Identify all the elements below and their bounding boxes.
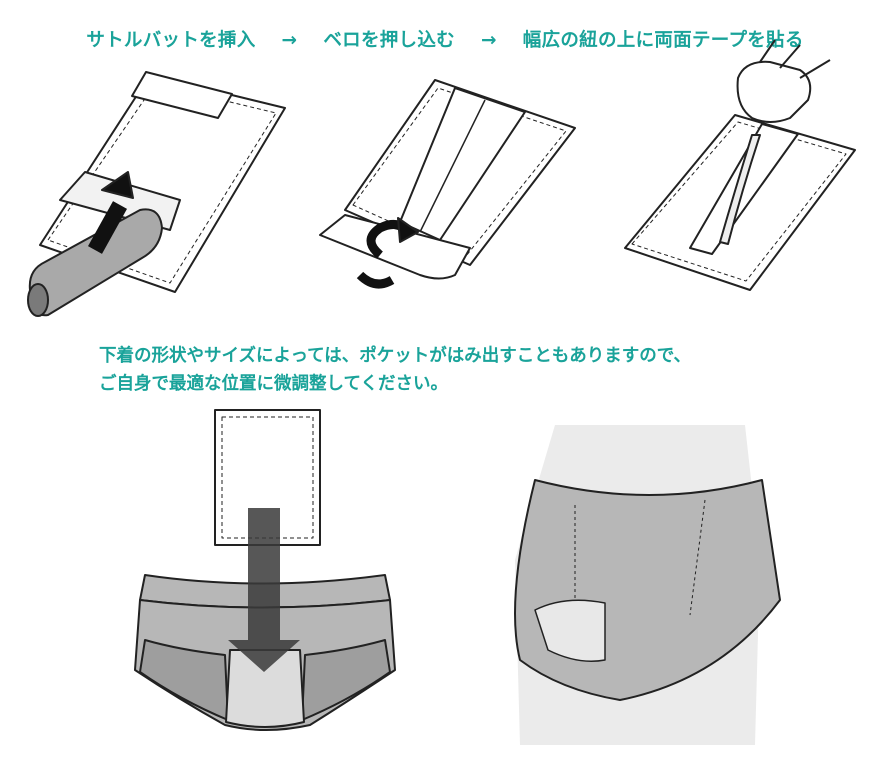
step-3-illustration: [624, 39, 856, 291]
step-1-label: サトルバットを挿入: [86, 30, 256, 51]
step-arrow-2: →: [480, 30, 497, 51]
note-line-2: ご自身で最適な位置に微調整してください。: [99, 374, 448, 394]
step-3-label: 幅広の紐の上に両面テープを貼る: [522, 30, 804, 51]
step-2-illustration: [319, 79, 576, 289]
note-line-1: 下着の形状やサイズによっては、ポケットがはみ出すこともありますので、: [99, 346, 692, 366]
step-1-illustration: [27, 71, 286, 317]
worn-view-illustration: [514, 425, 781, 745]
step-2-label: ベロを押し込む: [323, 30, 455, 51]
step-arrow-1: →: [281, 30, 298, 51]
pad-into-briefs-illustration: [134, 409, 396, 731]
step-instructions: サトルバットを挿入 → ベロを押し込む → 幅広の紐の上に両面テープを貼る: [0, 26, 890, 52]
